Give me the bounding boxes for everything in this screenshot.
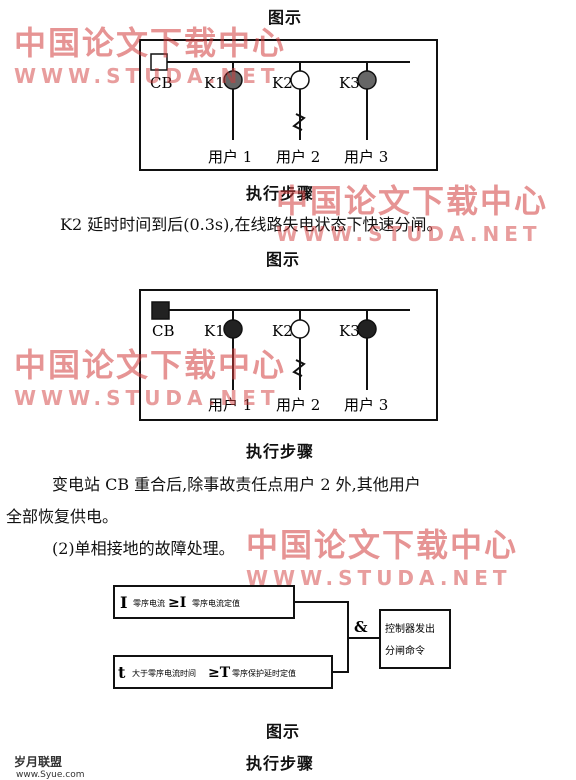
site-url: www.Syue.com bbox=[16, 770, 85, 780]
fault-mark bbox=[292, 359, 306, 377]
watermark-cn: 中国论文下载中心 bbox=[246, 526, 519, 564]
switch-k1 bbox=[223, 319, 243, 339]
breaker-cb bbox=[150, 53, 168, 71]
step-caption: 执行步骤 bbox=[246, 442, 315, 461]
switch-k2 bbox=[290, 70, 310, 90]
step-caption: 执行步骤 bbox=[246, 184, 315, 203]
box2-text-a: 大于零序电流时间 bbox=[132, 668, 196, 678]
watermark-cn: 中国论文下载中心 bbox=[276, 182, 549, 220]
box1-ge: ≥I bbox=[168, 595, 186, 611]
switch-k3 bbox=[357, 70, 377, 90]
watermark-en: WWW.STUDA.NET bbox=[246, 566, 512, 590]
cb-label: CB bbox=[150, 74, 173, 92]
user3-label: 用户 3 bbox=[344, 396, 388, 414]
switch-diagram-1: CB K1 K2 K3 用户 1 用户 2 用户 3 bbox=[139, 39, 438, 171]
user2-label: 用户 2 bbox=[276, 148, 320, 166]
k3-label: K3 bbox=[339, 322, 360, 340]
breaker-cb bbox=[151, 301, 170, 320]
k1-label: K1 bbox=[204, 322, 225, 340]
switch-k1 bbox=[223, 70, 243, 90]
watermark-cn: 中国论文下载中心 bbox=[14, 24, 287, 62]
watermark-cn: 中国论文下载中心 bbox=[14, 346, 287, 384]
paragraph: 变电站 CB 重合后,除事故责任点用户 2 外,其他用户 bbox=[52, 475, 421, 494]
and-gate-label: & bbox=[354, 618, 368, 636]
box1-symbol: I bbox=[120, 593, 127, 612]
user3-label: 用户 3 bbox=[344, 148, 388, 166]
paragraph: 全部恢复供电。 bbox=[6, 507, 119, 526]
box2-text-b: 零序保护延时定值 bbox=[232, 668, 296, 678]
figure-caption: 图示 bbox=[268, 8, 303, 27]
box2-ge: ≥T bbox=[208, 665, 231, 681]
user1-label: 用户 1 bbox=[208, 148, 252, 166]
figure-caption: 图示 bbox=[266, 250, 301, 269]
output-line-1: 控制器发出 bbox=[385, 622, 435, 635]
fault-mark bbox=[292, 113, 306, 131]
k2-label: K2 bbox=[272, 74, 293, 92]
watermark-en: WWW.STUDA.NET bbox=[276, 222, 542, 246]
output-line-2: 分闸命令 bbox=[385, 644, 425, 657]
site-logo: 岁月联盟 bbox=[14, 755, 63, 769]
cb-label: CB bbox=[152, 322, 175, 340]
box2-symbol: t bbox=[118, 663, 126, 682]
user1-label: 用户 1 bbox=[208, 396, 252, 414]
step-caption: 执行步骤 bbox=[246, 754, 315, 773]
k2-label: K2 bbox=[272, 322, 293, 340]
k3-label: K3 bbox=[339, 74, 360, 92]
watermark-en: WWW.STUDA.NET bbox=[14, 64, 280, 88]
switch-k2 bbox=[290, 319, 310, 339]
controller-output-box bbox=[379, 609, 451, 669]
switch-diagram-2: CB K1 K2 K3 用户 1 用户 2 用户 3 bbox=[139, 289, 438, 421]
paragraph: (2)单相接地的故障处理。 bbox=[52, 539, 235, 558]
watermark-en: WWW.STUDA.NET bbox=[14, 386, 280, 410]
k1-label: K1 bbox=[204, 74, 225, 92]
switch-k3 bbox=[357, 319, 377, 339]
figure-caption: 图示 bbox=[266, 722, 301, 741]
paragraph: K2 延时时间到后(0.3s),在线路失电状态下快速分闸。 bbox=[60, 215, 443, 234]
user2-label: 用户 2 bbox=[276, 396, 320, 414]
logic-diagram: I 零序电流 ≥I 零序电流定值 t 大于零序电流时间 ≥T 零序保护延时定值 … bbox=[113, 585, 451, 689]
box1-text-b: 零序电流定值 bbox=[192, 598, 240, 608]
box1-text-a: 零序电流 bbox=[133, 598, 165, 608]
